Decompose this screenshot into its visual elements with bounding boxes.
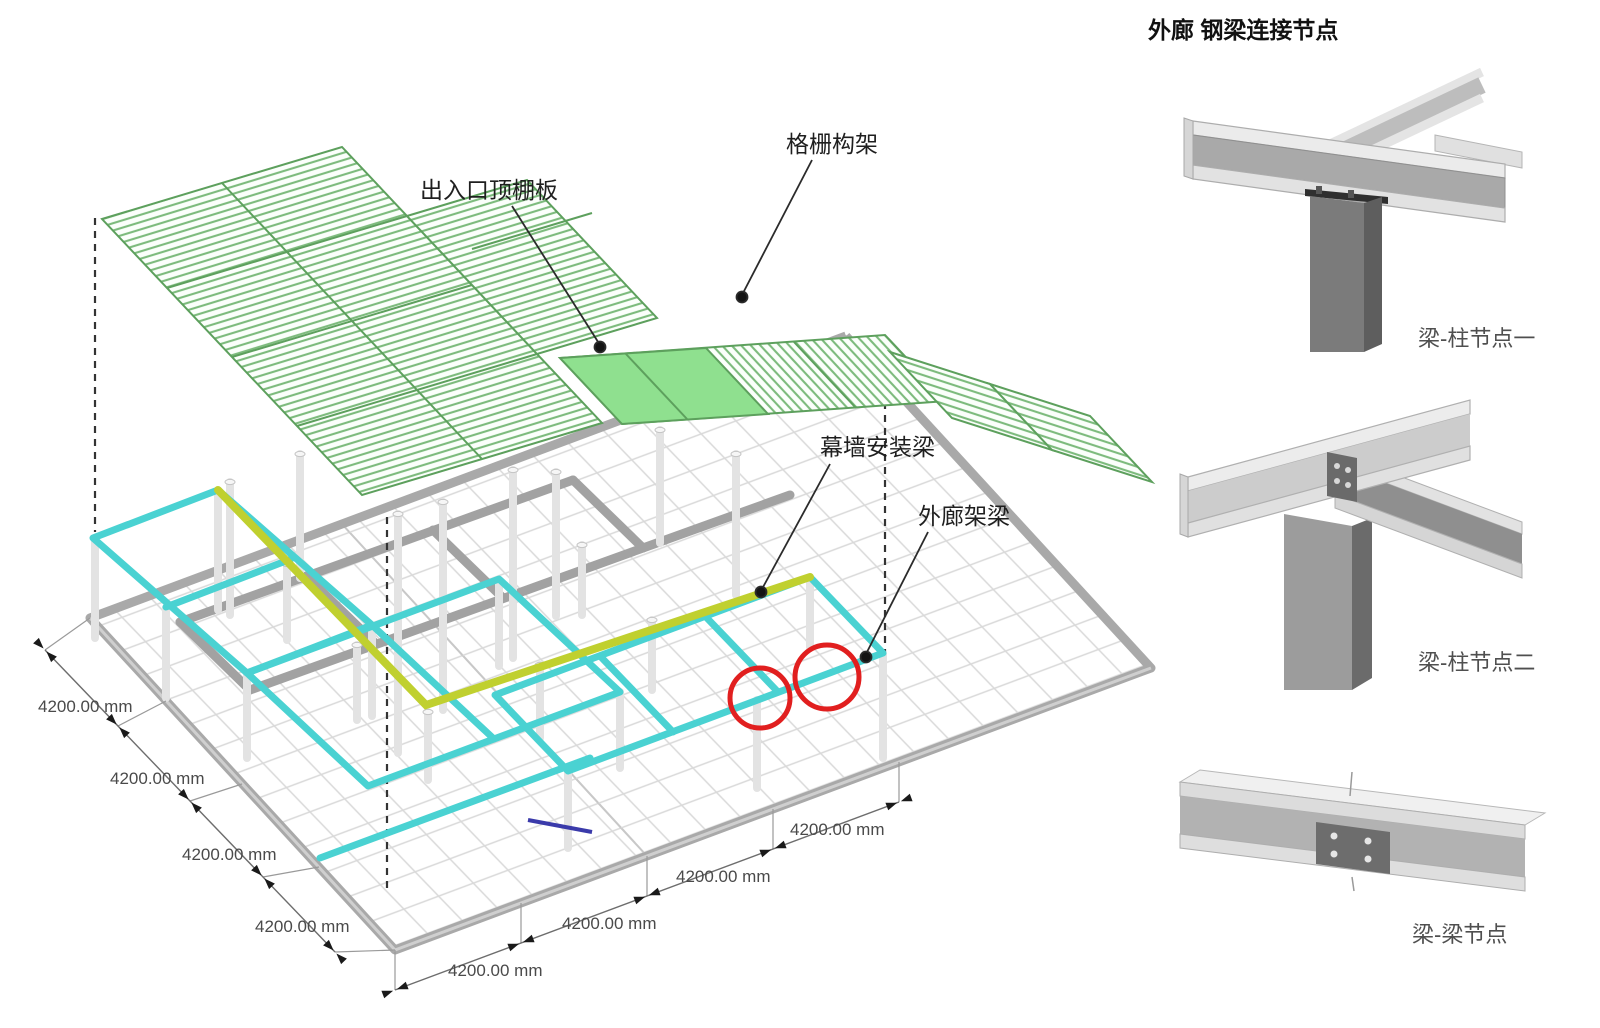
curtain-wall-beam <box>214 486 814 710</box>
canopy-band <box>557 333 950 426</box>
annotations: 出入口顶棚板 格栅构架 幕墙安装梁 外廊架梁 <box>420 131 1010 664</box>
blue-beam <box>527 818 593 834</box>
entrance-canopy-panel-solid <box>557 346 771 426</box>
label-corridor-beam: 外廊架梁 <box>918 503 1010 529</box>
label-curtain-wall-beam: 幕墙安装梁 <box>820 434 935 460</box>
dimension-label: 4200.00 mm <box>676 867 771 886</box>
label-grille-frame: 格栅构架 <box>786 131 878 157</box>
detail-beam-column-joint-2 <box>1179 399 1523 690</box>
corridor-frame-beams <box>89 486 887 862</box>
grille-roof-right <box>886 349 1156 485</box>
dimension-label: 4200.00 mm <box>110 769 205 788</box>
dimension-label: 4200.00 mm <box>255 917 350 936</box>
dimension-bottom: 4200.00 mm 4200.00 mm 4200.00 mm 4200.00… <box>381 762 913 999</box>
caption-joint-1: 梁-柱节点一 <box>1418 326 1535 351</box>
dimension-label: 4200.00 mm <box>182 845 277 864</box>
dimension-label: 4200.00 mm <box>562 914 657 933</box>
dimension-label: 4200.00 mm <box>448 961 543 980</box>
detail-beam-beam-joint <box>1178 769 1547 892</box>
details-title: 外廊 钢梁连接节点 <box>1148 17 1338 43</box>
dimension-left: 4200.00 mm 4200.00 mm 4200.00 mm 4200.00… <box>33 617 396 965</box>
detail-beam-column-joint-1 <box>1183 67 1523 352</box>
caption-joint-2: 梁-柱节点二 <box>1418 650 1535 675</box>
highlight-circle-2 <box>792 642 862 712</box>
caption-beam-beam-joint: 梁-梁节点 <box>1412 922 1507 947</box>
dimension-label: 4200.00 mm <box>38 697 133 716</box>
dimension-label: 4200.00 mm <box>790 820 885 839</box>
joint-highlights <box>727 642 862 731</box>
label-entrance-canopy: 出入口顶棚板 <box>420 177 558 203</box>
grille-roof-left <box>100 145 659 497</box>
highlight-circle-1 <box>727 665 793 731</box>
